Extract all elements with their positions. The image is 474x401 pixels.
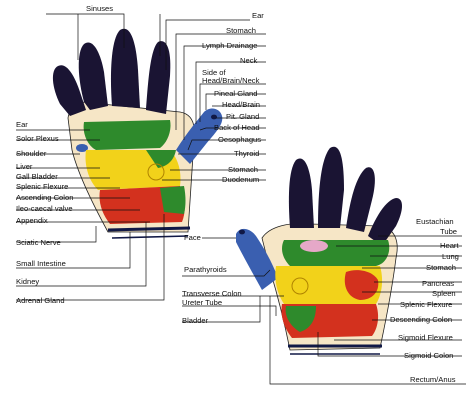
label-splenic-flexure-left: Splenic Flexure xyxy=(16,182,68,191)
left-hand-labels: Sinuses Ear Stomach Lymph Drainage Neck … xyxy=(16,4,264,305)
label-shoulder: Shoulder xyxy=(16,149,47,158)
label-pineal-gland: Pineal Gland xyxy=(214,89,257,98)
label-small-intestine: Small Intestine xyxy=(16,259,66,268)
left-thumb xyxy=(176,108,223,164)
left-thyroid-circle xyxy=(147,163,165,181)
label-face: Face xyxy=(184,233,201,242)
label-pit-gland: Pit. Gland xyxy=(226,112,259,121)
label-parathyroids: Parathyroids xyxy=(184,265,227,274)
right-thumb xyxy=(236,228,278,290)
label-sciatic-nerve: Sciatic Nerve xyxy=(16,238,61,247)
left-little-finger xyxy=(52,65,86,116)
label-liver: Liver xyxy=(16,162,33,171)
right-hand xyxy=(236,146,402,355)
left-index-finger xyxy=(146,41,171,114)
right-little-finger xyxy=(368,198,402,246)
label-duodenum: Duodenum xyxy=(222,175,259,184)
right-middle-finger xyxy=(318,146,344,228)
label-eustachian-2: Tube xyxy=(440,227,457,236)
left-green-small xyxy=(146,150,176,168)
label-sinuses: Sinuses xyxy=(86,4,113,13)
label-kidney: Kidney xyxy=(16,277,39,286)
left-green-low xyxy=(160,186,186,214)
right-heart-pink xyxy=(300,240,328,252)
left-hand xyxy=(52,28,223,239)
left-middle-finger xyxy=(110,28,140,108)
right-hand-labels: Face Parathyroids Transverse Colon Urete… xyxy=(182,217,459,384)
right-parathyroid-circle xyxy=(291,277,309,295)
label-stomach-top: Stomach xyxy=(226,26,256,35)
label-solar-plexus: Solor Plexus xyxy=(16,134,59,143)
label-ear-top: Ear xyxy=(252,11,264,20)
label-oesophagus: Oesophagus xyxy=(218,135,261,144)
left-ring-finger xyxy=(78,42,108,110)
label-lung: Lung xyxy=(442,252,459,261)
label-ascending-colon: Ascending Colon xyxy=(16,193,73,202)
label-adrenal-gland: Adrenal Gland xyxy=(16,296,65,305)
label-bladder: Bladder xyxy=(182,316,209,325)
label-lymph-drainage: Lymph Drainage xyxy=(202,41,257,50)
label-stomach-right: Stomach xyxy=(426,263,456,272)
label-neck: Neck xyxy=(240,56,258,65)
left-pit-gland-dot xyxy=(211,114,217,120)
label-side-of-head-1: Side of xyxy=(202,68,227,77)
right-red-spleen xyxy=(344,270,379,300)
label-ureter-tube: Ureter Tube xyxy=(182,298,222,307)
left-wrist-line-2 xyxy=(111,235,189,239)
label-spleen: Spleen xyxy=(432,289,456,298)
label-gall-bladder: Gall Bladder xyxy=(16,172,58,181)
label-ileo-caecal-valve: Ileo-caecal valve xyxy=(16,204,73,213)
label-stomach: Stomach xyxy=(228,165,258,174)
right-face-dot xyxy=(239,229,245,235)
label-back-of-head: Back of Head xyxy=(214,123,260,132)
label-pancreas: Pancreas xyxy=(422,279,454,288)
label-rectum-anus: Rectum/Anus xyxy=(410,375,456,384)
right-ring-finger xyxy=(346,167,375,232)
label-sigmoid-colon: Sigmoid Colon xyxy=(404,351,453,360)
right-green-zone xyxy=(282,240,390,266)
right-index-finger xyxy=(288,158,314,228)
label-thyroid: Thyroid xyxy=(234,149,259,158)
label-side-of-head-2: Head/Brain/Neck xyxy=(202,76,260,85)
label-sigmoid-flexure: Sigmoid Flexure xyxy=(398,333,453,342)
right-green-low xyxy=(285,306,316,332)
label-eustachian-1: Eustachian xyxy=(416,217,454,226)
label-splenic-flexure-right: Splenic Flexure xyxy=(400,300,452,309)
label-descending-colon: Descending Colon xyxy=(390,315,452,324)
label-appendix: Appendix xyxy=(16,216,48,225)
left-wrist-line-1 xyxy=(107,226,191,232)
label-transverse-colon: Transverse Colon xyxy=(182,289,242,298)
label-heart: Heart xyxy=(440,241,459,250)
left-green-zone xyxy=(83,120,171,150)
left-navy-spot xyxy=(76,144,88,152)
label-ear: Ear xyxy=(16,120,28,129)
label-head-brain: Head/Brain xyxy=(222,100,260,109)
leader-lines xyxy=(16,13,466,385)
